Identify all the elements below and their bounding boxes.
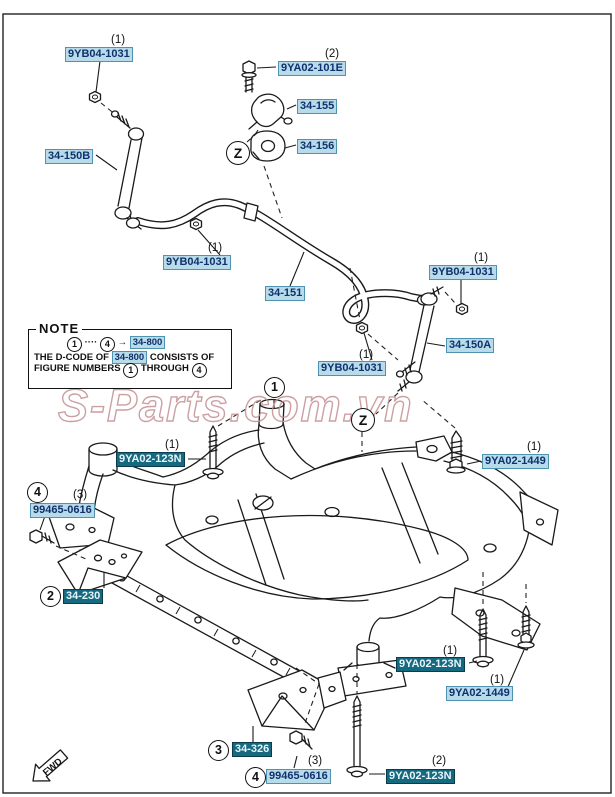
qty-annotation: (2) bbox=[432, 755, 447, 767]
part-label-bolt-long-left[interactable]: 9YA02-123N bbox=[116, 452, 185, 467]
bolt-123n-bottom-center bbox=[346, 646, 368, 778]
note-line-2: THE D-CODE OF 34-800 CONSISTS OF bbox=[29, 351, 231, 364]
stabilizer-link-left bbox=[88, 90, 145, 230]
part-label-bolt-small-left[interactable]: 99465-0616 bbox=[30, 503, 95, 518]
part-label-bushing[interactable]: 34-156 bbox=[297, 139, 338, 154]
note-fig-1: 1 bbox=[123, 363, 139, 378]
note-text: FIGURE NUMBERS bbox=[34, 363, 121, 374]
qty-annotation: (2) bbox=[325, 48, 340, 60]
leader-lines bbox=[39, 60, 525, 775]
bolt-small-bottom bbox=[289, 667, 320, 750]
qty-annotation: (1) bbox=[359, 349, 374, 361]
part-label-screw-bottom[interactable]: 9YA02-1449 bbox=[446, 686, 513, 701]
figure-ref-4: 4 bbox=[27, 482, 48, 503]
part-label-stab-bar[interactable]: 34-151 bbox=[265, 286, 306, 301]
part-label-bolt-long-bottom[interactable]: 9YA02-123N bbox=[386, 769, 455, 784]
note-dots: ···· bbox=[84, 337, 98, 348]
qty-annotation: (1) bbox=[208, 242, 223, 254]
qty-annotation: (1) bbox=[474, 252, 489, 264]
stabilizer-bracket-assembly bbox=[241, 60, 293, 219]
part-label-screw-top-right[interactable]: 9YA02-1449 bbox=[482, 454, 549, 469]
part-label-nut-mid-right[interactable]: 9YB04-1031 bbox=[318, 361, 386, 376]
gusset-left bbox=[57, 539, 143, 595]
note-text: THROUGH bbox=[140, 363, 189, 374]
figure-ref-4: 4 bbox=[245, 767, 266, 788]
note-arrow: → bbox=[117, 337, 128, 348]
zoom-marker-top: Z bbox=[226, 141, 250, 165]
note-title: NOTE bbox=[36, 321, 83, 336]
note-text: THE D-CODE OF bbox=[34, 352, 109, 363]
figure-ref-2: 2 bbox=[40, 586, 61, 607]
part-label-link-left[interactable]: 34-150B bbox=[45, 149, 94, 164]
note-fig-1: 1 bbox=[67, 337, 82, 352]
bolt-123n-bottom-right bbox=[472, 572, 494, 668]
bolt-link-lower bbox=[395, 361, 416, 378]
qty-annotation: (3) bbox=[73, 489, 88, 501]
note-fig-4: 4 bbox=[191, 363, 207, 378]
screw-1449-top bbox=[420, 398, 466, 474]
part-label-bolt-bracket[interactable]: 9YA02-101E bbox=[278, 61, 346, 76]
zoom-marker-center: Z bbox=[351, 408, 375, 432]
qty-annotation: (3) bbox=[308, 755, 323, 767]
part-label-bracket-clamp[interactable]: 34-155 bbox=[297, 99, 338, 114]
note-fig-4: 4 bbox=[99, 337, 115, 352]
note-text: CONSISTS OF bbox=[149, 352, 215, 363]
note-line-3: FIGURE NUMBERS 1 THROUGH 4 bbox=[29, 363, 231, 378]
gusset-front bbox=[247, 669, 347, 731]
note-box: NOTE 1 ···· 4 → 34-800 THE D-CODE OF 34-… bbox=[28, 321, 232, 389]
qty-annotation: (1) bbox=[111, 34, 126, 46]
part-label-link-right[interactable]: 34-150A bbox=[446, 338, 495, 353]
note-part-code[interactable]: 34-800 bbox=[111, 351, 148, 364]
note-line-1: 1 ···· 4 → 34-800 bbox=[29, 330, 231, 352]
qty-annotation: (1) bbox=[165, 439, 180, 451]
part-label-nut-mid[interactable]: 9YB04-1031 bbox=[163, 255, 231, 270]
part-label-nut-top-right[interactable]: 9YB04-1031 bbox=[429, 265, 497, 280]
bolt-small-left bbox=[29, 529, 87, 560]
page-border bbox=[2, 13, 612, 794]
figure-ref-1: 1 bbox=[264, 377, 285, 398]
note-part-code[interactable]: 34-800 bbox=[129, 336, 166, 349]
bolt-123n-left bbox=[202, 397, 265, 480]
qty-annotation: (1) bbox=[490, 674, 505, 686]
stabilizer-bar bbox=[125, 198, 432, 324]
part-label-gusset-front[interactable]: 34-326 bbox=[232, 742, 273, 757]
screw-1449-bottom bbox=[517, 584, 535, 649]
qty-annotation: (1) bbox=[527, 441, 542, 453]
stabilizer-link-right bbox=[349, 267, 469, 415]
figure-ref-3: 3 bbox=[208, 740, 229, 761]
crossmember bbox=[47, 398, 559, 698]
part-label-bolt-small-bot[interactable]: 99465-0616 bbox=[266, 769, 331, 784]
part-label-gusset-left[interactable]: 34-230 bbox=[63, 589, 104, 604]
fwd-arrow: FWD bbox=[32, 749, 69, 782]
qty-annotation: (1) bbox=[443, 645, 458, 657]
part-label-nut-top-left[interactable]: 9YB04-1031 bbox=[65, 47, 133, 62]
part-label-bolt-long-br[interactable]: 9YA02-123N bbox=[396, 657, 465, 672]
